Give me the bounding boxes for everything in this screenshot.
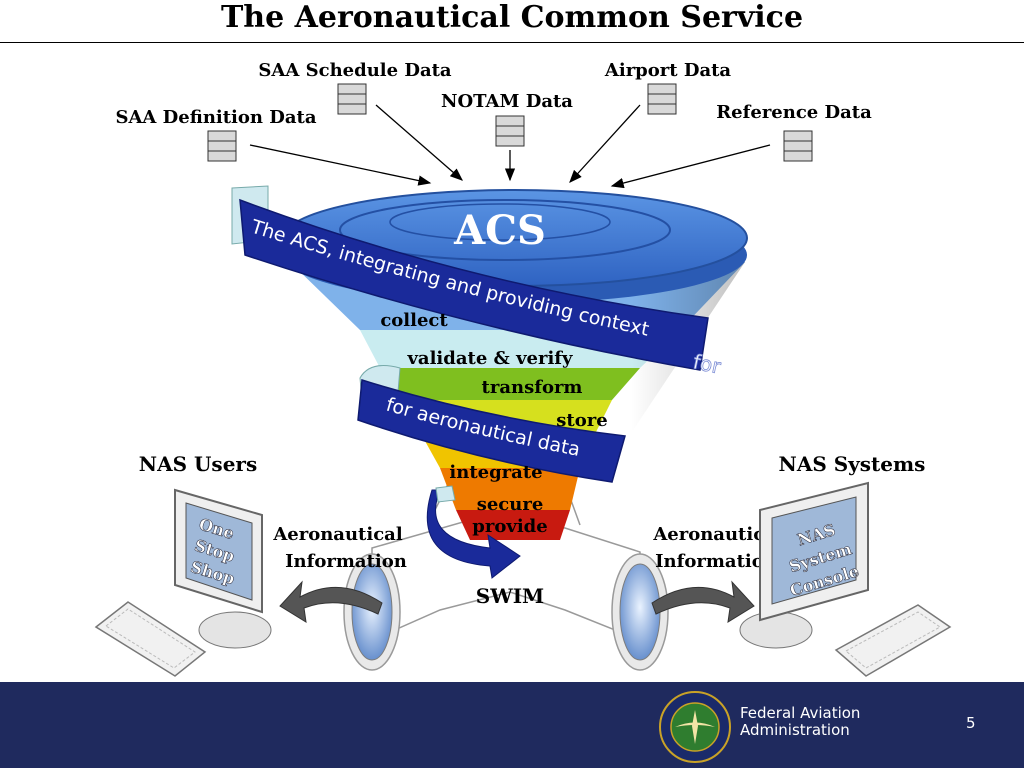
stage-store: store [556, 410, 607, 431]
agency-line1: Federal Aviation [740, 704, 861, 722]
title-rule [0, 42, 1024, 43]
slide-title: The Aeronautical Common Service [220, 0, 804, 35]
stage-validate-verify: validate & verify [406, 348, 573, 369]
keyboard-icon [834, 604, 952, 677]
nas-users-heading: NAS Users [139, 452, 257, 476]
database-icon [207, 130, 237, 162]
footer-bar [0, 682, 1024, 768]
acs-label: ACS [453, 207, 546, 254]
agency-name: Federal Aviation Administration [740, 705, 860, 739]
stage-collect: collect [380, 310, 448, 331]
database-icon [783, 130, 813, 162]
acs-diagram: The ACS, integrating and providing conte… [94, 60, 952, 677]
page-number: 5 [966, 714, 976, 732]
systems-flow-line2: Information [655, 551, 777, 572]
source-saa-definition-label: SAA Definition Data [115, 107, 316, 128]
ribbon-for-text: for [691, 349, 724, 378]
nas-systems-heading: NAS Systems [779, 452, 926, 476]
flow-arrow-left [279, 580, 383, 623]
stage-provide: provide [472, 516, 547, 537]
monitor-icon [739, 481, 869, 649]
flow-arrow-right [651, 580, 755, 623]
source-saa-schedule-label: SAA Schedule Data [258, 60, 452, 81]
stage-transform: transform [482, 377, 583, 398]
users-flow-line2: Information [285, 551, 407, 572]
stage-secure: secure [477, 494, 544, 515]
keyboard-icon [94, 601, 207, 677]
data-sources: SAA Schedule Data SAA Definition Data NO… [115, 60, 872, 189]
systems-flow-line1: Aeronautical [652, 524, 783, 545]
stage-integrate: integrate [449, 462, 542, 483]
monitor-icon [174, 488, 272, 649]
nas-users: NAS Users Aeronautical Information One S… [94, 452, 407, 677]
database-icon [647, 83, 677, 115]
database-icon [337, 83, 367, 115]
swim-label: SWIM [476, 584, 544, 608]
nas-systems: NAS Systems Aeronautical Information NAS… [651, 452, 952, 677]
database-icon [495, 115, 525, 147]
users-flow-line1: Aeronautical [272, 524, 403, 545]
source-reference-label: Reference Data [716, 102, 872, 123]
agency-line2: Administration [740, 721, 850, 739]
source-airport-label: Airport Data [604, 60, 732, 81]
faa-seal-logo [659, 691, 731, 763]
source-notam-label: NOTAM Data [441, 91, 573, 112]
